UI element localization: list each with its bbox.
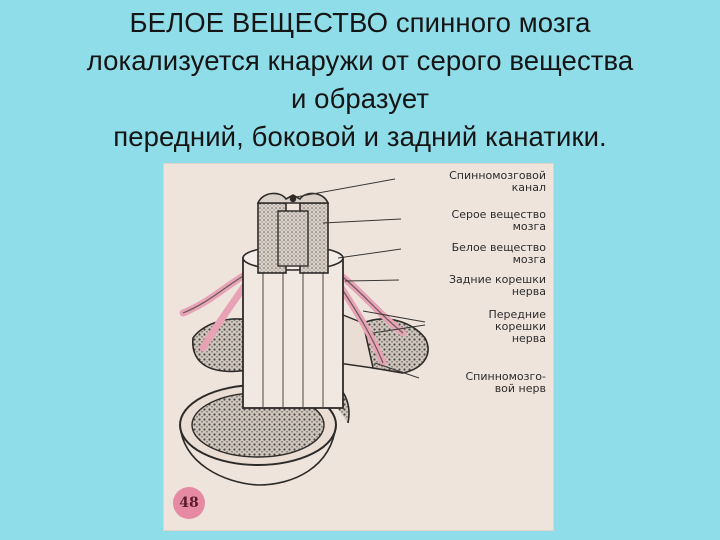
central-canal-dot	[289, 195, 297, 203]
label-grey-matter: Серое вещество мозга	[451, 208, 546, 233]
label-white-matter: Белое вещество мозга	[451, 241, 546, 266]
label-anterior-roots: Передние корешки нерва	[488, 308, 546, 345]
label-central-canal: Спинномозговой канал	[449, 169, 546, 194]
label-spinal-nerve: Спинномозго- вой нерв	[465, 370, 547, 395]
page-number-badge: 48	[173, 487, 205, 519]
title-line-3: и образует	[290, 83, 430, 114]
title-line-1: БЕЛОЕ ВЕЩЕСТВО спинного мозга	[129, 7, 591, 38]
title-line-4: передний, боковой и задний канатики.	[113, 121, 607, 152]
title-line-2: локализуется кнаружи от серого вещества	[86, 45, 634, 76]
spinal-cord-illustration: Спинномозговой канал Серое вещество мозг…	[163, 163, 554, 531]
leader-lines	[295, 178, 426, 379]
spinal-cord-drawing	[179, 178, 429, 486]
slide-title: БЕЛОЕ ВЕЩЕСТВО спинного мозга локализует…	[0, 4, 720, 156]
grey-matter-column	[256, 192, 330, 274]
label-posterior-roots: Задние корешки нерва	[449, 273, 546, 298]
